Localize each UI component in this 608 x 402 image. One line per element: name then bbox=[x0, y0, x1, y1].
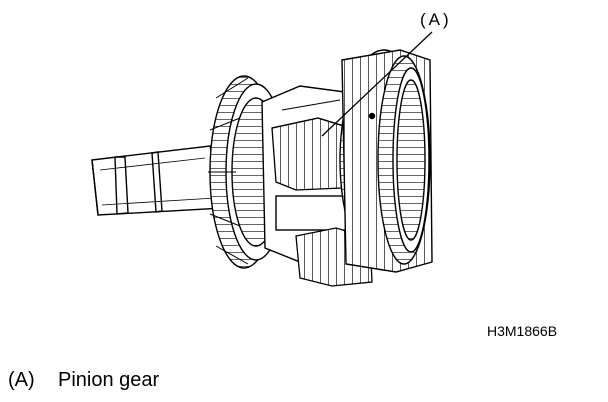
figure-code: H3M1866B bbox=[487, 323, 558, 339]
right-ring-gear bbox=[339, 49, 433, 273]
gear-assembly-illustration bbox=[91, 31, 433, 287]
pinion-gear-upper bbox=[271, 117, 345, 191]
legend-item: (A) Pinion gear bbox=[8, 369, 159, 392]
legend-text: Pinion gear bbox=[58, 369, 160, 391]
callout-leader-line bbox=[321, 31, 433, 137]
callout-label-a: (A) bbox=[420, 10, 452, 29]
legend-key: (A) bbox=[8, 369, 35, 391]
shaft bbox=[91, 145, 225, 216]
